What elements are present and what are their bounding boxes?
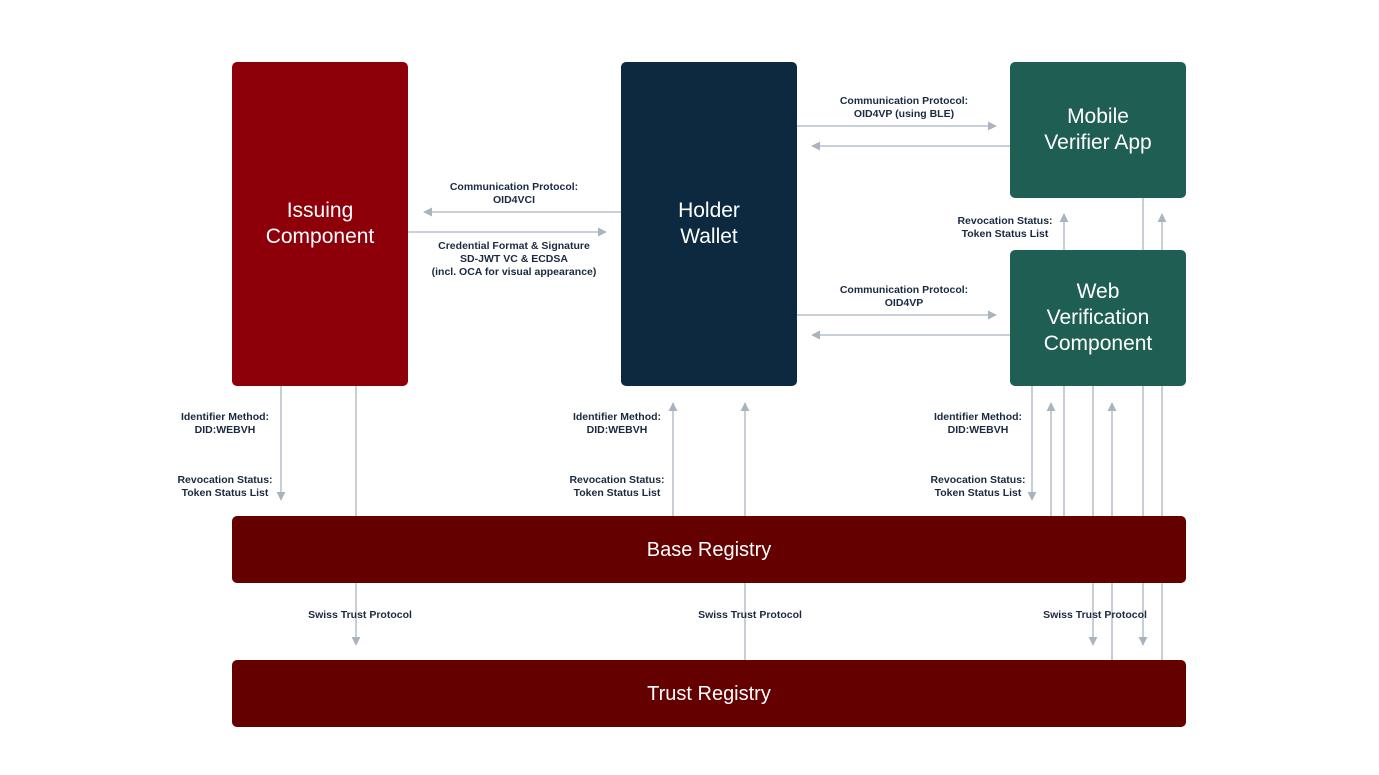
mobile-verifier-app-box: Mobile Verifier App (1010, 62, 1186, 198)
web-verification-component-label: Web Verification Component (1043, 280, 1153, 355)
holder-wallet-label: Holder Wallet (678, 199, 740, 248)
web-revocation-label: Revocation Status: Token Status List (930, 474, 1026, 499)
swiss-trust-protocol-mid-label: Swiss Trust Protocol (698, 609, 802, 621)
trust-registry-bar: Trust Registry (232, 660, 1186, 727)
issuing-identifier-label: Identifier Method: DID:WEBVH (180, 411, 270, 436)
swiss-trust-protocol-right-label: Swiss Trust Protocol (1043, 609, 1147, 621)
swiss-trust-protocol-left-label: Swiss Trust Protocol (308, 609, 412, 621)
mobile-verifier-app-label: Mobile Verifier App (1044, 105, 1152, 154)
holder-revocation-label: Revocation Status: Token Status List (569, 474, 665, 499)
holder-identifier-label: Identifier Method: DID:WEBVH (572, 411, 662, 436)
mobile-revocation-label: Revocation Status: Token Status List (957, 215, 1053, 240)
issuing-revocation-label: Revocation Status: Token Status List (177, 474, 273, 499)
holder-wallet-box: Holder Wallet (621, 62, 797, 386)
holder-mobile-protocol-label: Communication Protocol: OID4VP (using BL… (839, 95, 969, 120)
issuing-holder-protocol-label: Communication Protocol: OID4VCI (449, 181, 579, 206)
issuing-component-box: Issuing Component (232, 62, 408, 386)
web-verification-component-box: Web Verification Component (1010, 250, 1186, 386)
base-registry-label: Base Registry (646, 538, 772, 561)
credential-format-label: Credential Format & Signature SD-JWT VC … (431, 240, 597, 278)
base-registry-bar: Base Registry (232, 516, 1186, 583)
issuing-component-label: Issuing Component (265, 199, 375, 248)
trust-registry-label: Trust Registry (647, 682, 771, 705)
web-identifier-label: Identifier Method: DID:WEBVH (933, 411, 1023, 436)
holder-web-protocol-label: Communication Protocol: OID4VP (839, 284, 969, 309)
